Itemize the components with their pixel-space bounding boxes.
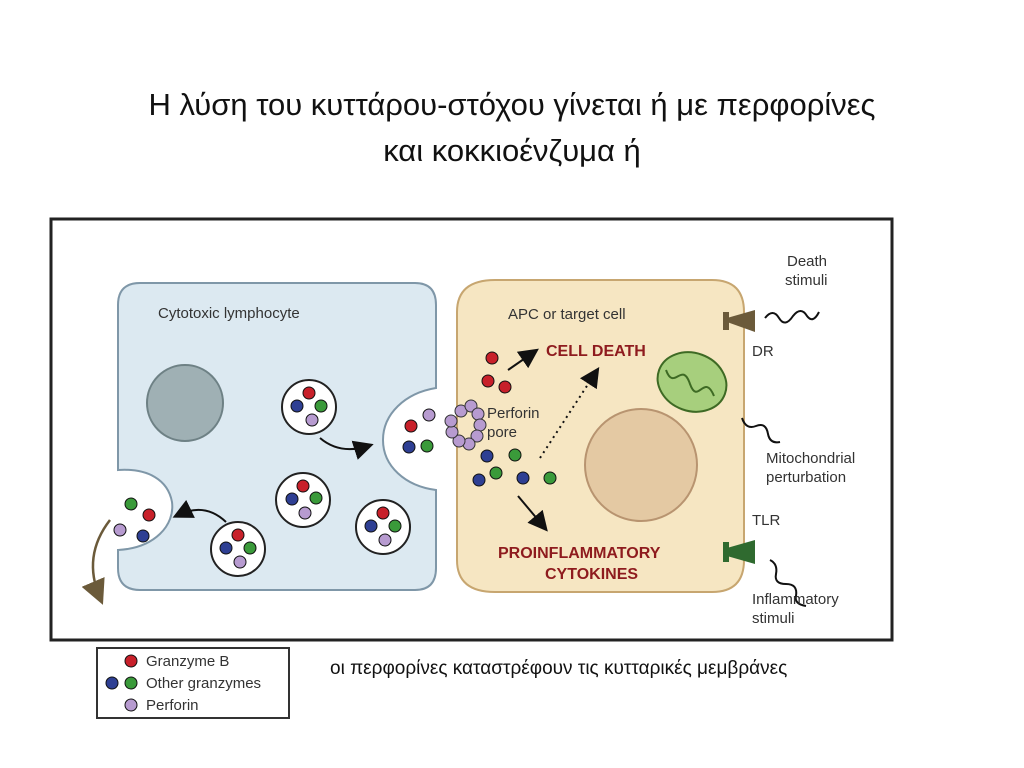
- death-stimuli-squiggle: [764, 310, 820, 324]
- target-nucleus: [584, 408, 698, 522]
- mito-label-1: Mitochondrial: [766, 450, 855, 467]
- perforin-pore-label-2: pore: [487, 424, 517, 441]
- target-label: APC or target cell: [508, 306, 626, 323]
- lymphocyte-nucleus: [146, 364, 224, 442]
- tlr-receptor: [727, 540, 755, 564]
- tlr-receptor-stem: [723, 542, 729, 562]
- slide-title: Η λύση του κυττάρου-στόχου γίνεται ή με …: [40, 82, 984, 174]
- legend-perforin: Perforin: [146, 697, 199, 714]
- death-receptor: [727, 310, 755, 332]
- arrow-to-cytokines: [517, 495, 548, 532]
- granule-1: [281, 379, 337, 435]
- legend-granzyme-b: Granzyme B: [146, 653, 229, 670]
- mito-label-2: perturbation: [766, 469, 846, 486]
- title-line-1: Η λύση του κυττάρου-στόχου γίνεται ή με …: [148, 87, 876, 122]
- legend-granzyme-b-dot: [124, 654, 138, 668]
- perforin-pore-label-1: Perforin: [487, 405, 540, 422]
- arrow-to-cell-death: [507, 348, 539, 371]
- arrow-to-left-fusion: [172, 499, 227, 523]
- death-receptor-stem: [723, 312, 729, 330]
- death-stimuli-label-2: stimuli: [785, 272, 828, 289]
- target-granzymes-other: [472, 448, 557, 487]
- proinflammatory-label-1: PROINFLAMMATORY: [498, 545, 661, 562]
- title-line-2: και κοκκιοένζυμα ή: [383, 133, 641, 168]
- target-granzymes-red: [481, 351, 512, 394]
- legend-perforin-dot: [124, 698, 138, 712]
- death-stimuli-label-1: Death: [787, 253, 827, 270]
- inflam-label-2: stimuli: [752, 610, 795, 627]
- mitochondrion: [656, 351, 728, 413]
- granule-3: [355, 499, 411, 555]
- arrow-to-synapse: [319, 437, 374, 460]
- dr-label: DR: [752, 343, 774, 360]
- granule-4: [210, 521, 266, 577]
- arrow-dotted-cell-death: [539, 366, 600, 459]
- lymphocyte-cell: [117, 282, 437, 591]
- synapse-contents: [402, 408, 436, 454]
- arrow-out-brown: [81, 519, 111, 605]
- tlr-label: TLR: [752, 512, 781, 529]
- inflam-label-1: Inflammatory: [752, 591, 839, 608]
- perforin-pore: [444, 399, 487, 451]
- granule-2: [275, 472, 331, 528]
- legend-other-granzymes: Other granzymes: [146, 675, 261, 692]
- slide-caption: οι περφορίνες καταστρέφουν τις κυτταρικέ…: [330, 658, 788, 679]
- legend-other-green-dot: [124, 676, 138, 690]
- left-fusion-contents: [113, 497, 156, 543]
- lymphocyte-label: Cytotoxic lymphocyte: [158, 305, 300, 322]
- proinflammatory-label-2: CYTOKINES: [545, 566, 638, 583]
- legend-other-blue-dot: [105, 676, 119, 690]
- legend: Granzyme B Other granzymes Perforin: [96, 647, 290, 719]
- inflam-squiggle: [769, 559, 807, 607]
- cell-death-label: CELL DEATH: [546, 343, 646, 360]
- mito-squiggle: [741, 417, 781, 444]
